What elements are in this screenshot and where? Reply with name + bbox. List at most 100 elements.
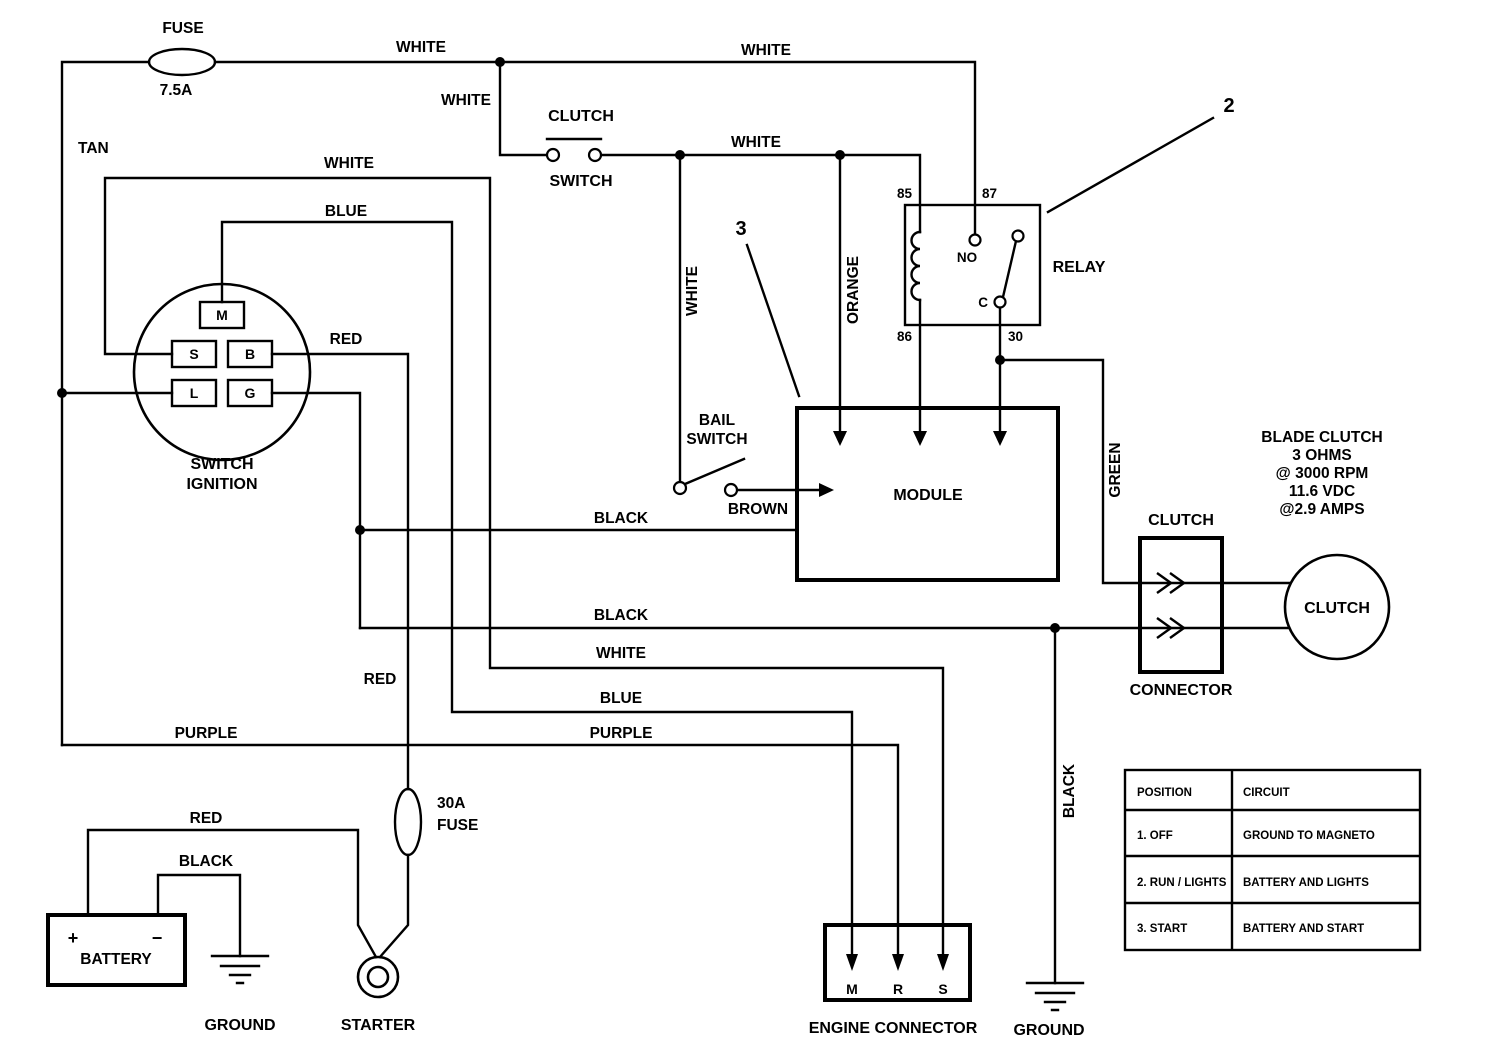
junction-dot (57, 388, 67, 398)
arrow-into-engine-s (937, 954, 949, 971)
wire-label-white: WHITE (741, 42, 791, 59)
ignition-label-2: IGNITION (186, 476, 257, 493)
ignition-terminal-g-label: G (245, 385, 256, 401)
table-cell: 2. RUN / LIGHTS (1137, 877, 1227, 889)
relay-arm-contact (1011, 229, 1025, 243)
wire-label-black: BLACK (594, 510, 649, 527)
callout-2: 2 (1223, 95, 1234, 117)
ground-symbol-right (1025, 981, 1085, 1012)
wire-label-orange-vertical: ORANGE (845, 256, 862, 324)
wire-label-white: WHITE (324, 155, 374, 172)
wire-blue-magneto (220, 220, 854, 958)
fuse-rating: 7.5A (160, 82, 193, 99)
relay-box (903, 203, 1042, 327)
table-cell: 3. START (1137, 923, 1187, 935)
callout-3-line (745, 243, 801, 398)
table-cell: 1. OFF (1137, 830, 1173, 842)
ignition-label-1: SWITCH (190, 456, 253, 473)
clutch-note-line5: @2.9 AMPS (1279, 501, 1364, 518)
wire-white-top (213, 60, 977, 236)
ignition-terminal-s (170, 339, 218, 369)
bail-switch-arm (683, 457, 746, 486)
engine-terminal-s-label: S (938, 981, 947, 997)
clutch-note-line2: 3 OHMS (1292, 447, 1351, 464)
wire-label-black-vertical: BLACK (1061, 763, 1078, 818)
wire-label-black: BLACK (594, 607, 649, 624)
relay-common-contact (993, 295, 1007, 309)
wire-white-to-relay-85 (599, 153, 922, 234)
wire-white-start-circuit (103, 176, 945, 958)
wire-label-white-vertical: WHITE (684, 266, 701, 316)
table-header-position: POSITION (1137, 787, 1192, 799)
relay-terminal-30: 30 (1008, 329, 1023, 344)
arrow-brown-into-module (819, 483, 834, 497)
engine-connector-label: ENGINE CONNECTOR (809, 1020, 978, 1037)
ground-label-right: GROUND (1013, 1022, 1084, 1039)
wire-label-brown: BROWN (728, 501, 788, 518)
table-grid-lines (1125, 770, 1420, 950)
wire-label-white: WHITE (441, 92, 491, 109)
bail-switch-contact (723, 482, 739, 498)
wire-label-red: RED (330, 331, 363, 348)
fuse-30a-label: FUSE (437, 817, 478, 834)
clutch-switch-label-2: SWITCH (549, 173, 612, 190)
ignition-terminal-b-label: B (245, 346, 255, 362)
clutch-note-line4: 11.6 VDC (1289, 483, 1355, 500)
junction-dot (835, 150, 845, 160)
wire-label-green-vertical: GREEN (1107, 442, 1124, 497)
starter-inner-ring (366, 965, 390, 989)
junction-dot (675, 150, 685, 160)
wire-label-white: WHITE (596, 645, 646, 662)
wire-black-ignition-g (270, 391, 362, 630)
arrow-into-engine-r (892, 954, 904, 971)
wire-black-battery (156, 873, 242, 958)
ignition-terminal-g (226, 378, 274, 408)
clutch-switch-contact (587, 147, 603, 163)
relay-contact-arm (1001, 239, 1018, 299)
table-cell: GROUND TO MAGNETO (1243, 830, 1375, 842)
wire-label-white: WHITE (731, 134, 781, 151)
wire-red-battery (86, 828, 378, 959)
table-cell: BATTERY AND LIGHTS (1243, 877, 1369, 889)
wire-label-tan: TAN (78, 140, 109, 157)
relay-c-label: C (978, 295, 988, 310)
clutch-circle (1283, 553, 1391, 661)
arrow-into-engine-m (846, 954, 858, 971)
wire-purple (60, 743, 900, 958)
ground-symbol-left (210, 954, 270, 985)
clutch-connector-box (1138, 536, 1224, 674)
arrow-into-module (913, 431, 927, 446)
arrowheads (819, 431, 1007, 971)
wire-label-blue: BLUE (600, 690, 642, 707)
arrow-into-module (993, 431, 1007, 446)
connector-chevrons-top (1156, 572, 1187, 594)
wire-label-red: RED (190, 810, 223, 827)
wire-green (998, 358, 1291, 585)
starter-label: STARTER (341, 1017, 416, 1034)
table-border (1123, 768, 1422, 952)
clutch-switch-symbol (545, 137, 603, 163)
ground-label-left: GROUND (204, 1017, 275, 1034)
relay-terminal-85: 85 (897, 186, 913, 201)
junction-dot (495, 57, 505, 67)
battery-minus: − (152, 928, 163, 948)
clutch-switch-contact (545, 147, 561, 163)
battery-label: BATTERY (80, 951, 152, 968)
ignition-terminal-b (226, 339, 274, 369)
bail-switch-symbol (672, 457, 746, 498)
clutch-note-line3: @ 3000 RPM (1276, 465, 1369, 482)
relay-symbol (903, 203, 1042, 327)
fuse-label: FUSE (162, 20, 203, 37)
connector-chevrons-bottom (1156, 617, 1187, 639)
wire-label-red: RED (364, 671, 397, 688)
junction-dots (57, 57, 1060, 633)
wire-label-black: BLACK (179, 853, 234, 870)
junction-dot (355, 525, 365, 535)
callout-2-line (1046, 116, 1215, 214)
table-cell: BATTERY AND START (1243, 923, 1364, 935)
relay-terminal-86: 86 (897, 329, 913, 344)
junction-dot (995, 355, 1005, 365)
relay-terminal-87: 87 (982, 186, 997, 201)
callout-3: 3 (735, 218, 746, 240)
clutch-switch-label-1: CLUTCH (548, 108, 614, 125)
